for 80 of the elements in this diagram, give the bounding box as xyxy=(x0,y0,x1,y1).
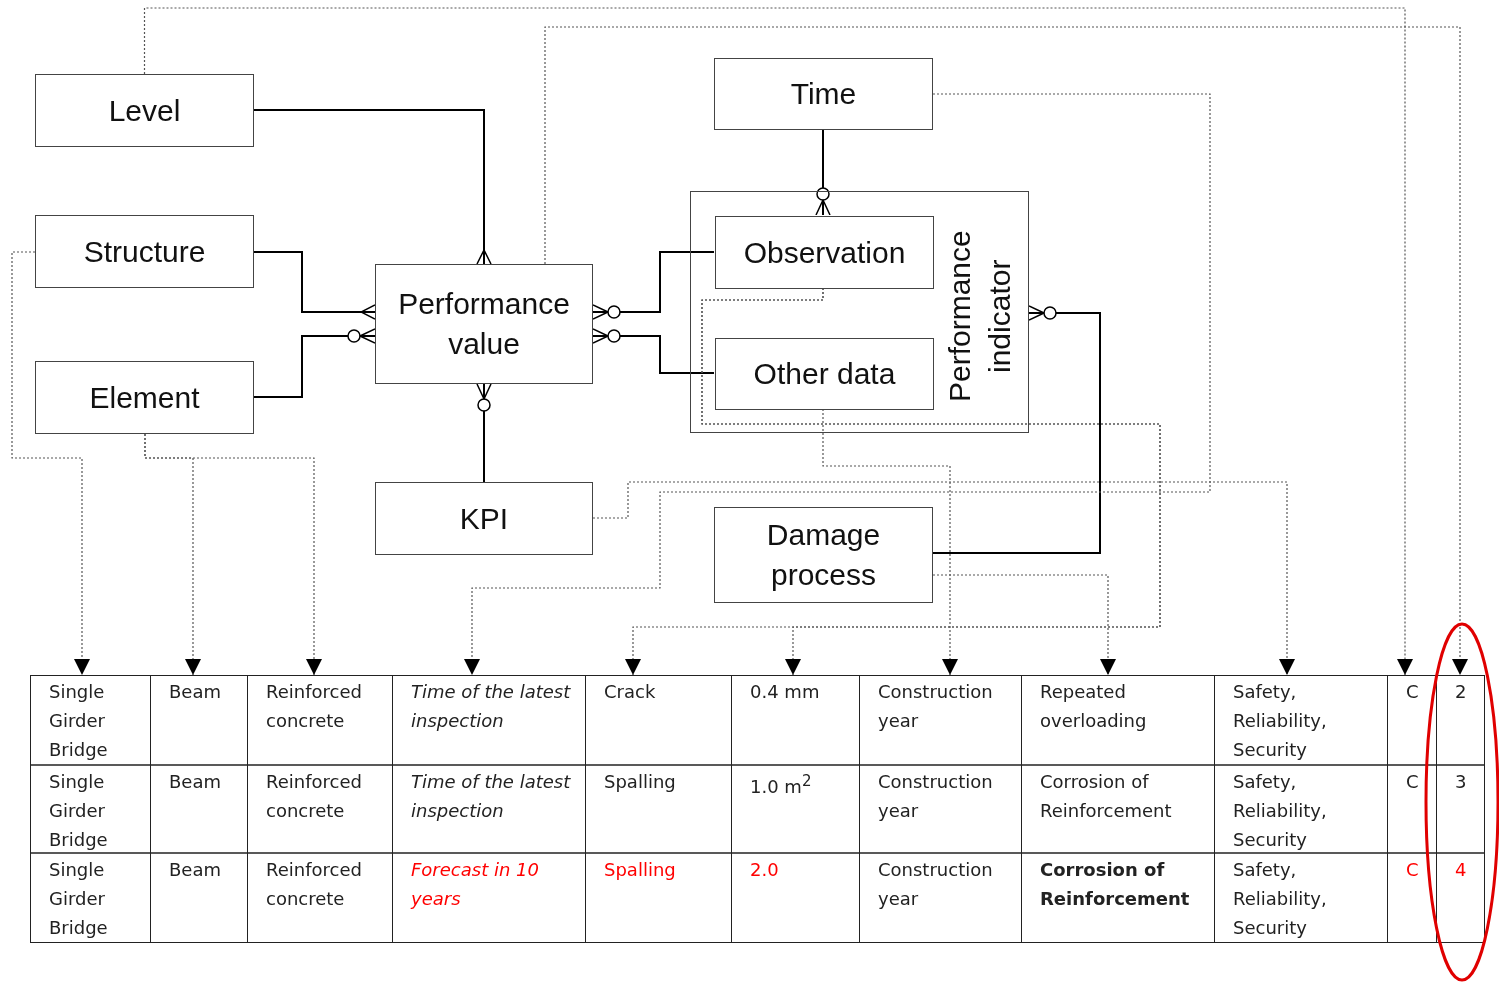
relationship-line xyxy=(476,383,492,483)
table-cell-text: Spalling xyxy=(604,858,677,882)
table-cell-text: C xyxy=(1406,770,1420,794)
entity-box xyxy=(375,264,593,384)
leader-line xyxy=(11,251,90,676)
entity-label: KPI xyxy=(459,500,509,537)
table-cell-text: Corrosion of Reinforcement xyxy=(1040,770,1173,823)
table-cell-text: Single Girder Bridge xyxy=(49,858,109,940)
leader-line xyxy=(144,433,322,676)
table-column xyxy=(150,675,248,943)
leader-line xyxy=(822,408,958,676)
entity-box xyxy=(715,216,934,289)
table-cell-text: Time of the latest inspection xyxy=(411,680,572,733)
relationship-line xyxy=(253,109,492,265)
relationship-line xyxy=(253,251,376,320)
entity-label: Element xyxy=(89,379,200,416)
leader-line xyxy=(464,93,1211,676)
table-column xyxy=(859,675,1022,943)
table-cell-text: Time of the latest inspection xyxy=(411,770,572,823)
table-cell-text: 3 xyxy=(1455,770,1468,794)
entity-label: Level xyxy=(108,92,181,129)
leader-line xyxy=(544,26,1468,676)
table-cell-text: Safety, Reliability, Security xyxy=(1233,680,1328,762)
table-column xyxy=(1436,675,1485,943)
entity-box xyxy=(35,361,254,434)
table-column xyxy=(731,675,860,943)
table-cell-text: 2 xyxy=(1455,680,1468,704)
table-cell-text: Corrosion of Reinforcement xyxy=(1040,858,1191,911)
relationship-line xyxy=(592,251,715,320)
group-title: Performance indicator xyxy=(942,229,1017,404)
entity-label: Time xyxy=(790,76,857,112)
group-box xyxy=(690,191,1029,433)
entity-box xyxy=(714,507,933,603)
table-cell-text: Beam xyxy=(169,858,222,882)
table-column xyxy=(1387,675,1437,943)
entity-box xyxy=(375,482,593,555)
table-cell-text: 1.0 m$^{2}$ xyxy=(750,771,813,799)
relationship-line xyxy=(815,129,831,216)
table-cell-text: Reinforced concrete xyxy=(266,680,363,733)
relationship-line xyxy=(932,305,1101,554)
table-cell-text: Construction year xyxy=(878,858,994,911)
table-cell-text: C xyxy=(1406,680,1420,704)
table-cell-text: Reinforced concrete xyxy=(266,770,363,823)
entity-box xyxy=(35,74,254,147)
table-cell-text: C xyxy=(1406,858,1420,882)
table-cell-text: 2.0 xyxy=(750,858,780,882)
table-column xyxy=(30,675,151,943)
entity-box xyxy=(715,338,934,410)
table-cell-text: Spalling xyxy=(604,770,677,794)
table-column xyxy=(585,675,732,943)
table-cell-text: Crack xyxy=(604,680,657,704)
entity-label: Structure xyxy=(83,233,206,270)
table-cell-text: Single Girder Bridge xyxy=(49,680,109,762)
entity-label: Damage process xyxy=(765,517,882,593)
table-column xyxy=(392,675,586,943)
table-cell-text: Safety, Reliability, Security xyxy=(1233,770,1328,852)
entity-box xyxy=(35,215,254,288)
table-cell-text: Single Girder Bridge xyxy=(49,770,109,852)
entity-label: Other data xyxy=(753,356,896,392)
table-column xyxy=(247,675,393,943)
table-cell-text: 4 xyxy=(1455,858,1468,882)
table-cell-text: Beam xyxy=(169,680,222,704)
table-cell-text: Repeated overloading xyxy=(1040,680,1148,733)
entity-label: Observation xyxy=(743,234,906,271)
table-column xyxy=(1021,675,1215,943)
table-cell-text: Beam xyxy=(169,770,222,794)
relationship-line xyxy=(253,328,376,398)
table-cell-text: 0.4 mm xyxy=(750,680,821,704)
relationship-line xyxy=(592,328,715,374)
leader-line xyxy=(932,574,1116,676)
table-cell-text: Forecast in 10 years xyxy=(411,858,540,911)
table-cell-text: Construction year xyxy=(878,770,994,823)
leader-line xyxy=(592,481,1295,676)
table-cell-text: Safety, Reliability, Security xyxy=(1233,858,1328,940)
leader-line xyxy=(143,7,1413,676)
entity-label: Performance value xyxy=(397,286,571,362)
table-column xyxy=(1214,675,1388,943)
table-cell-text: Reinforced concrete xyxy=(266,858,363,911)
entity-box xyxy=(714,58,933,130)
table-cell-text: Construction year xyxy=(878,680,994,733)
